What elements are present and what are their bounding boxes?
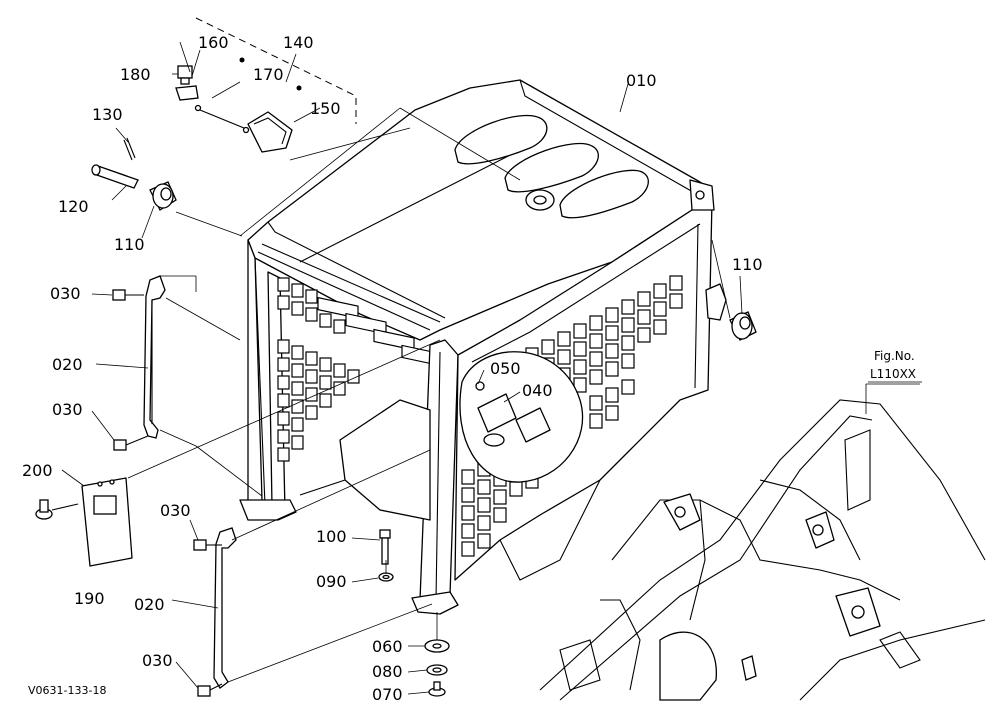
washer-080 xyxy=(426,664,448,676)
callout-130: 130 xyxy=(92,105,123,124)
callout-labels: 010 020 020 030 030 030 030 040 050 060 … xyxy=(22,33,922,704)
washer-090 xyxy=(378,572,394,582)
callout-110-right: 110 xyxy=(732,255,763,274)
callout-190: 190 xyxy=(74,589,105,608)
callout-110-left: 110 xyxy=(114,235,145,254)
drawing-code: V0631-133-18 xyxy=(28,684,106,697)
detail-inset xyxy=(459,351,584,483)
pin-120 xyxy=(91,164,139,189)
callout-060: 060 xyxy=(372,637,403,656)
bushing-110-right xyxy=(729,311,757,341)
handle-150 xyxy=(247,111,293,153)
callout-080: 080 xyxy=(372,662,403,681)
mount-060 xyxy=(424,639,450,653)
canopy-frame xyxy=(239,79,727,615)
manual-case-190 xyxy=(81,477,133,567)
decal-050 xyxy=(515,407,551,443)
callout-070: 070 xyxy=(372,685,403,704)
callout-040: 040 xyxy=(522,381,553,400)
screw-200 xyxy=(35,499,79,520)
callout-170: 170 xyxy=(253,65,284,84)
bolt-030-c xyxy=(193,539,222,551)
bolt-070 xyxy=(428,681,446,697)
callout-100: 100 xyxy=(316,527,347,546)
decal-040 xyxy=(477,393,517,433)
handrail-upper xyxy=(143,275,166,439)
callout-050: 050 xyxy=(490,359,521,378)
callout-150: 150 xyxy=(310,99,341,118)
callout-020-upper: 020 xyxy=(52,355,83,374)
callout-030-d: 030 xyxy=(142,651,173,670)
callout-030-b: 030 xyxy=(52,400,83,419)
bushing-110-left xyxy=(149,181,177,211)
callout-180: 180 xyxy=(120,65,151,84)
cable-160-170 xyxy=(194,57,302,134)
callout-120: 120 xyxy=(58,197,89,216)
side-grille xyxy=(277,277,360,462)
bolt-100 xyxy=(379,529,391,565)
callout-030-a: 030 xyxy=(50,284,81,303)
callout-010: 010 xyxy=(626,71,657,90)
callout-200: 200 xyxy=(22,461,53,480)
leader-lines xyxy=(61,41,920,695)
handrail-lower xyxy=(213,527,237,689)
bolt-030-b xyxy=(113,435,149,451)
fitting-180 xyxy=(175,65,199,101)
callout-030-c: 030 xyxy=(160,501,191,520)
bolt-030-d xyxy=(197,683,223,697)
callout-020-lower: 020 xyxy=(134,595,165,614)
callout-160: 160 xyxy=(198,33,229,52)
callout-090: 090 xyxy=(316,572,347,591)
callout-140: 140 xyxy=(283,33,314,52)
figure-ref-label: Fig.No. xyxy=(874,349,915,363)
bolt-030-a xyxy=(112,289,144,301)
group-140-outline xyxy=(195,17,357,124)
figure-ref-number: L110XX xyxy=(870,367,916,381)
base-frame xyxy=(539,399,986,701)
cotter-130 xyxy=(123,137,136,161)
